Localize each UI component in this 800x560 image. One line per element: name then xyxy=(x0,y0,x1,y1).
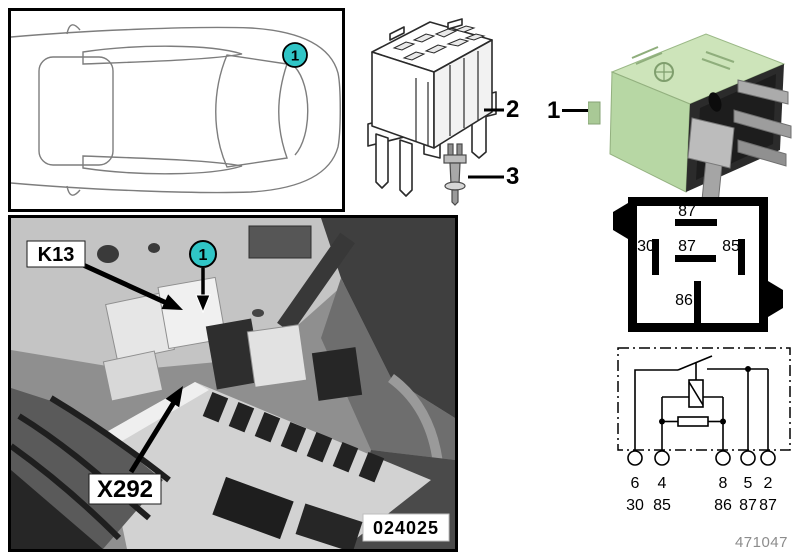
relay-body xyxy=(588,33,792,205)
pin-right-label: 85 xyxy=(722,238,740,255)
svg-text:4: 4 xyxy=(658,475,667,492)
pin-bottom-label: 86 xyxy=(675,292,693,309)
pin-left-label: 30 xyxy=(637,238,655,255)
bmw-roundel-icon xyxy=(654,62,674,82)
location-photo: K13 1 X292 024025 xyxy=(11,218,455,549)
car-locator-box: 1 xyxy=(8,8,345,212)
svg-text:5: 5 xyxy=(744,475,753,492)
relay-socket-drawing xyxy=(367,18,504,206)
socket-slots xyxy=(392,25,486,61)
leader-line-1 xyxy=(562,109,592,112)
callout-circle[interactable] xyxy=(189,240,217,268)
drawing-number: 471047 xyxy=(734,534,788,551)
terminal-pin-drawing xyxy=(443,143,467,206)
image-number-text: 024025 xyxy=(373,518,439,538)
pin-labels: 87 30 87 85 86 xyxy=(637,203,740,309)
svg-text:8: 8 xyxy=(719,475,728,492)
svg-text:86: 86 xyxy=(714,497,732,514)
relay-code-label: K13 xyxy=(38,244,75,266)
svg-text:6: 6 xyxy=(631,475,640,492)
callout-number: 1 xyxy=(291,48,299,65)
callout-circle[interactable] xyxy=(282,42,308,68)
car-top-view: 1 xyxy=(11,24,341,196)
relay-schematic: 6 4 8 5 2 30 85 86 87 87 xyxy=(617,347,791,514)
item-number-3[interactable]: 3 xyxy=(506,163,520,190)
socket-ribs xyxy=(415,51,479,146)
pin-blades xyxy=(652,219,745,323)
schematic-terminals xyxy=(627,450,776,466)
relay-pin-diagram: 87 30 87 85 86 xyxy=(613,197,783,332)
relay-photo xyxy=(588,33,792,205)
car-callout-1[interactable]: 1 xyxy=(282,42,308,68)
location-photo-box: K13 1 X292 024025 xyxy=(8,215,458,552)
terminal-function-numbers: 30 85 86 87 87 xyxy=(626,497,777,514)
leader-lines xyxy=(468,108,504,179)
schematic-junctions xyxy=(659,366,751,425)
svg-text:85: 85 xyxy=(653,497,671,514)
photo-label-k13: K13 xyxy=(26,240,183,310)
photo-fuse-carrier xyxy=(103,382,431,549)
svg-text:87: 87 xyxy=(739,497,757,514)
callout-number: 1 xyxy=(199,247,208,264)
svg-text:87: 87 xyxy=(759,497,777,514)
pin-top-label: 87 xyxy=(678,203,696,220)
photo-label-x292: X292 xyxy=(88,386,183,505)
pin-center-label: 87 xyxy=(678,238,696,255)
photo-cables xyxy=(11,388,171,549)
relay-markings xyxy=(631,46,735,70)
svg-text:2: 2 xyxy=(764,475,773,492)
connector-code-label: X292 xyxy=(97,476,153,503)
photo-image-number: 024025 xyxy=(362,513,450,542)
photo-callout-1[interactable]: 1 xyxy=(189,240,217,314)
car-outline xyxy=(11,24,341,196)
svg-text:30: 30 xyxy=(626,497,644,514)
socket-body xyxy=(367,18,497,197)
item-number-1[interactable]: 1 xyxy=(547,97,561,124)
schematic-circuit xyxy=(634,355,769,451)
schematic-border xyxy=(617,347,791,451)
terminal-pin-numbers: 6 4 8 5 2 xyxy=(631,475,773,492)
item-number-2[interactable]: 2 xyxy=(506,96,520,123)
